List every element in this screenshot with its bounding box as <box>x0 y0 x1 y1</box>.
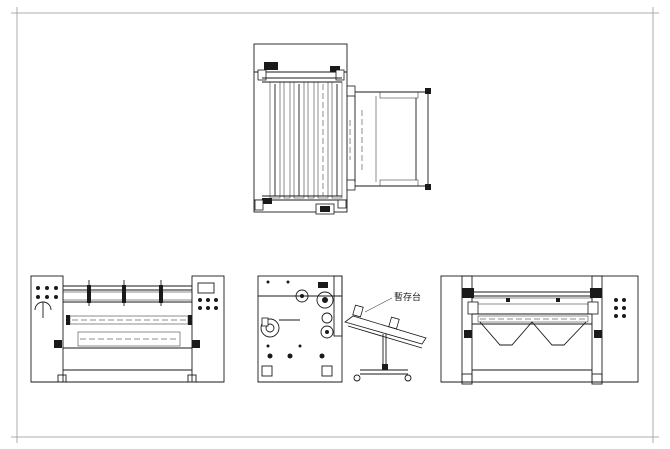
side-view: 暫存台 <box>257 275 427 383</box>
staging-table <box>344 304 427 382</box>
extension-tray <box>346 85 431 191</box>
top-view <box>253 43 431 215</box>
front-view <box>30 275 225 383</box>
sheet-frame <box>11 7 659 443</box>
roller-set <box>269 81 343 199</box>
staging-table-callout: 暫存台 <box>394 291 421 303</box>
rear-view <box>440 275 639 385</box>
